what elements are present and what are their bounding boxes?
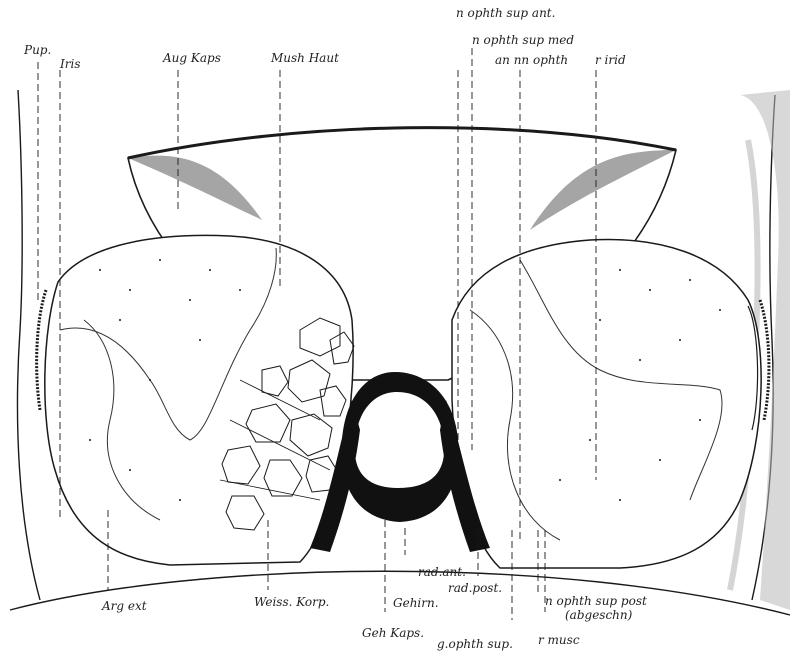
label-n-ophth-sup-post: n ophth sup post bbox=[545, 595, 647, 607]
label-abgeschn: (abgeschn) bbox=[565, 609, 632, 621]
label-gehirn: Gehirn. bbox=[393, 597, 439, 609]
label-rad-post: rad.post. bbox=[448, 582, 502, 594]
label-aug-kaps: Aug Kaps bbox=[163, 52, 221, 64]
label-r-musc: r musc bbox=[538, 634, 580, 646]
label-pup: Pup. bbox=[24, 44, 51, 56]
label-an-nn-ophth: an nn ophth bbox=[495, 54, 568, 66]
label-iris: Iris bbox=[60, 58, 80, 70]
label-mush-haut: Mush Haut bbox=[271, 52, 339, 64]
right-eye bbox=[452, 239, 769, 568]
label-n-ophth-sup-med: n ophth sup med bbox=[472, 34, 574, 46]
label-n-ophth-sup-ant: n ophth sup ant. bbox=[456, 7, 555, 19]
label-g-ophth-sup: g.ophth sup. bbox=[437, 638, 513, 650]
label-arg-ext: Arg ext bbox=[102, 600, 147, 612]
label-weiss-korp: Weiss. Korp. bbox=[254, 596, 329, 608]
label-r-irid: r irid bbox=[595, 54, 626, 66]
left-eye bbox=[37, 235, 354, 565]
label-geh-kaps: Geh Kaps. bbox=[362, 627, 424, 639]
label-rad-ant: rad.ant. bbox=[418, 566, 466, 578]
